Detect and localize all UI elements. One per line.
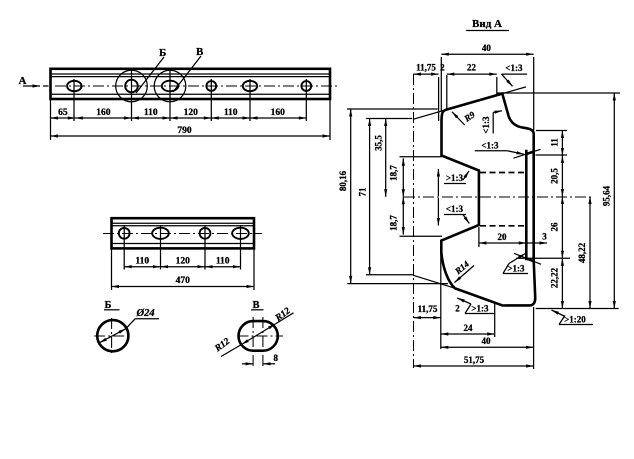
svg-text:95,64: 95,64 bbox=[602, 185, 612, 206]
svg-text:120: 120 bbox=[176, 257, 191, 267]
svg-text:160: 160 bbox=[271, 108, 286, 118]
svg-text:Ø24: Ø24 bbox=[136, 308, 155, 319]
svg-text:120: 120 bbox=[184, 108, 199, 118]
svg-text:8: 8 bbox=[274, 353, 279, 363]
svg-text:18,7: 18,7 bbox=[388, 165, 398, 181]
svg-text:Б: Б bbox=[105, 300, 112, 311]
svg-text:48,22: 48,22 bbox=[577, 242, 587, 263]
svg-text:2: 2 bbox=[455, 304, 460, 314]
svg-text:3: 3 bbox=[542, 232, 547, 242]
svg-text:110: 110 bbox=[224, 108, 238, 118]
svg-text:26: 26 bbox=[550, 222, 560, 232]
svg-text:2: 2 bbox=[440, 63, 445, 73]
svg-text:40: 40 bbox=[482, 336, 492, 346]
svg-text:20: 20 bbox=[498, 232, 508, 242]
svg-text:160: 160 bbox=[96, 108, 111, 118]
svg-text:>1:20: >1:20 bbox=[564, 315, 586, 325]
svg-text:790: 790 bbox=[177, 126, 192, 136]
svg-text:24: 24 bbox=[464, 323, 474, 333]
svg-text:11,75: 11,75 bbox=[418, 304, 438, 314]
svg-text:18,7: 18,7 bbox=[388, 215, 398, 231]
svg-text:В: В bbox=[253, 300, 260, 311]
svg-text:<1:3: <1:3 bbox=[481, 116, 491, 134]
svg-text:11,75: 11,75 bbox=[416, 63, 436, 73]
svg-text:<1:3: <1:3 bbox=[481, 141, 499, 151]
svg-text:20,5: 20,5 bbox=[550, 168, 560, 184]
svg-text:470: 470 bbox=[176, 276, 191, 286]
svg-text:71: 71 bbox=[358, 187, 368, 197]
svg-text:>1:3: >1:3 bbox=[471, 304, 489, 314]
svg-text:110: 110 bbox=[216, 257, 230, 267]
svg-text:65: 65 bbox=[58, 108, 68, 118]
svg-text:35,5: 35,5 bbox=[374, 135, 384, 151]
svg-text:11: 11 bbox=[550, 138, 560, 147]
svg-text:<1:3: <1:3 bbox=[446, 204, 464, 214]
svg-text:А: А bbox=[19, 75, 27, 87]
svg-text:22,22: 22,22 bbox=[550, 267, 560, 288]
svg-text:Вид А: Вид А bbox=[472, 18, 502, 30]
svg-text:>1:3: >1:3 bbox=[507, 264, 525, 274]
svg-text:110: 110 bbox=[135, 257, 149, 267]
svg-text:40: 40 bbox=[482, 43, 492, 53]
svg-text:<1:3: <1:3 bbox=[505, 63, 523, 73]
svg-text:110: 110 bbox=[144, 108, 158, 118]
svg-text:Б: Б bbox=[159, 47, 166, 59]
svg-text:80,16: 80,16 bbox=[338, 170, 348, 191]
svg-text:>1:3: >1:3 bbox=[446, 173, 464, 183]
svg-text:22: 22 bbox=[467, 63, 477, 73]
svg-text:51,75: 51,75 bbox=[464, 355, 485, 365]
svg-text:В: В bbox=[196, 46, 204, 58]
